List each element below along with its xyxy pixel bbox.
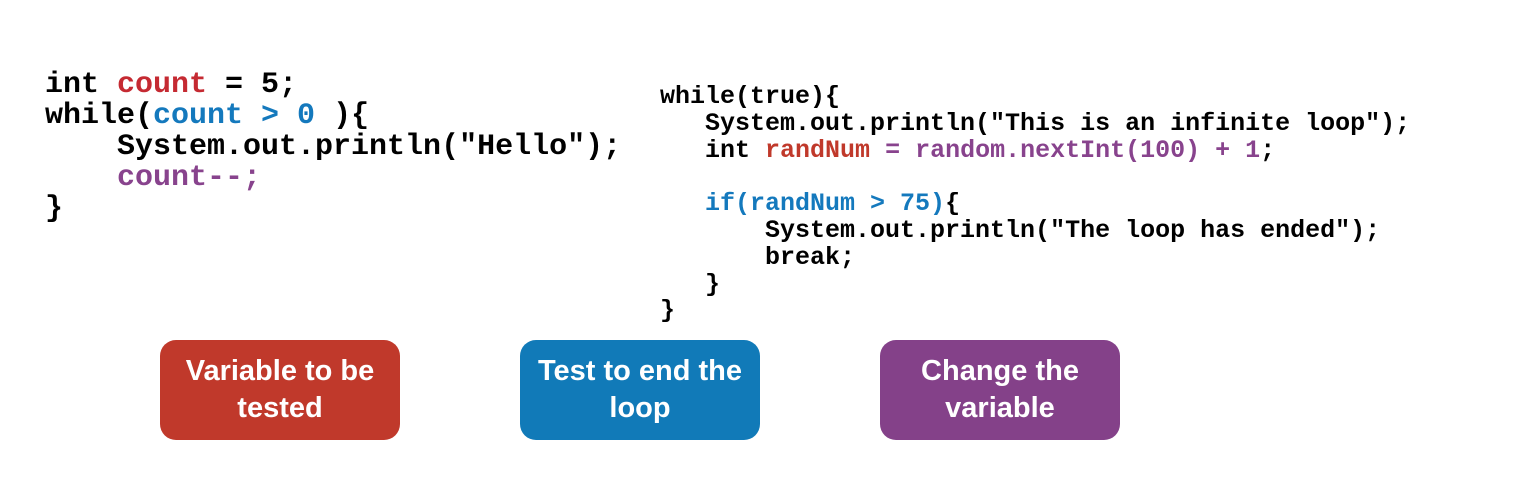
change-variable-token: = random.nextInt(100) + 1 (870, 135, 1261, 165)
legend-label: Variable to be tested (185, 355, 375, 424)
tested-variable-token: count (117, 68, 208, 102)
legend-label: Test to end the loop (537, 355, 743, 424)
code-line: count--; (45, 163, 621, 194)
code-line: int count = 5; (45, 70, 621, 101)
code-line: } (660, 296, 676, 326)
code-line: int randNum = random.nextInt(100) + 1; (660, 135, 1410, 165)
code-line: while(count > 0 ){ (45, 101, 621, 132)
code-line: System.out.println("Hello"); (45, 130, 622, 164)
loop-test-token: if(randNum > 75) (705, 189, 946, 219)
tested-variable-token: randNum (765, 135, 871, 165)
code-line: break; (660, 242, 856, 272)
legend-test-to-end-loop: Test to end the loop (520, 340, 760, 440)
loop-test-token: count > 0 (153, 99, 316, 133)
code-line: } (660, 269, 721, 299)
legend-variable-to-be-tested: Variable to be tested (160, 340, 400, 440)
change-variable-token: count--; (117, 161, 262, 195)
code-indent (660, 189, 705, 218)
legend-label: Change the variable (921, 355, 1079, 424)
code-line-blank (660, 164, 1410, 191)
code-token: while( (45, 99, 154, 133)
code-token: ; (1260, 135, 1276, 165)
code-line: System.out.println("This is an infinite … (660, 108, 1411, 138)
code-token: ){ (315, 99, 370, 133)
code-indent (45, 161, 117, 195)
infinite-loop-code: while(true){ System.out.println("This is… (660, 82, 1411, 326)
code-line: } (45, 192, 64, 226)
code-token: int (45, 68, 118, 102)
code-token: = 5; (207, 68, 298, 102)
code-line: if(randNum > 75){ (660, 189, 1410, 219)
legend-change-the-variable: Change the variable (880, 340, 1120, 440)
count-loop-code: int count = 5;while(count > 0 ){ System.… (45, 70, 621, 225)
code-token: { (945, 189, 961, 219)
code-line: System.out.println("The loop has ended")… (660, 215, 1381, 245)
code-token: int (660, 135, 766, 165)
code-line: while(true){ (660, 82, 841, 111)
